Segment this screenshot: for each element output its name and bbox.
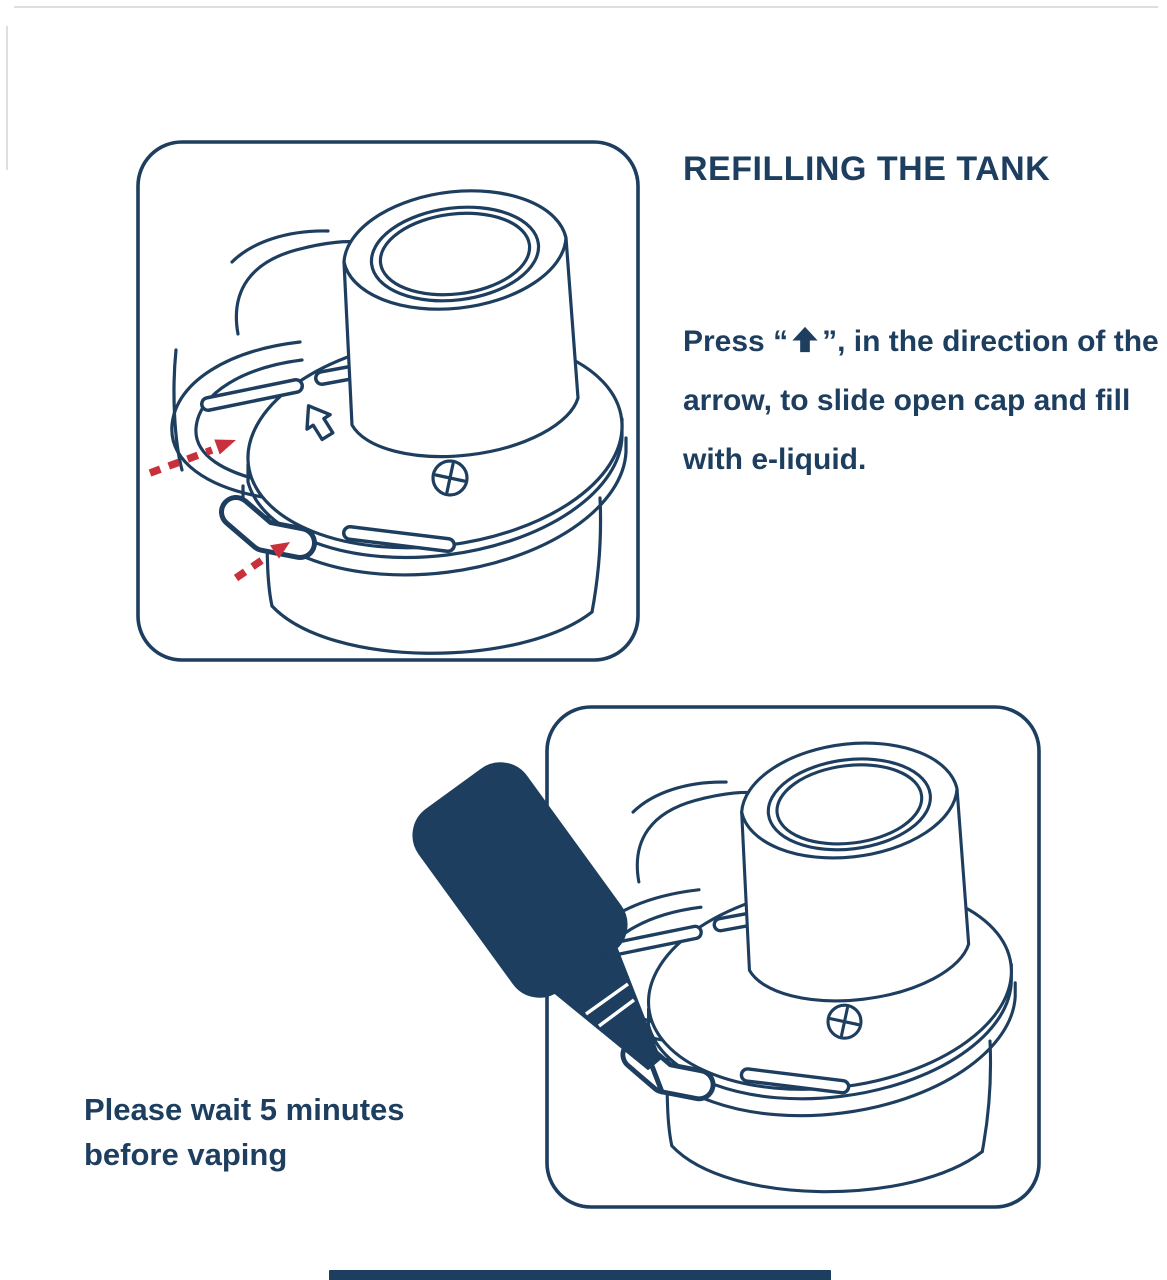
page-bottom-strip: [329, 1270, 831, 1280]
wait-note: Please wait 5 minutes before vaping: [84, 1088, 494, 1178]
red-dashed-arrow-icons: [148, 439, 290, 582]
page-title: REFILLING THE TANK: [683, 150, 1051, 188]
instruction-text: Press “”, in the direction of the arrow,…: [683, 312, 1161, 489]
wait-note-prefix: Please wait: [84, 1092, 260, 1127]
up-arrow-icon: [792, 326, 818, 353]
instruction-suffix: ”, in the direction of the arrow, to sli…: [683, 325, 1159, 477]
wait-note-suffix: minutes before vaping: [84, 1092, 405, 1172]
e-liquid-bottle-icon: [412, 762, 665, 1095]
instruction-prefix: Press “: [683, 325, 789, 358]
page-edge-lines: [6, 6, 1158, 170]
tank-illustration-2: [575, 743, 1024, 1192]
wait-note-minutes: 5: [259, 1092, 278, 1127]
panel-1-border: [136, 140, 640, 662]
tank-illustration-1: [172, 191, 634, 653]
